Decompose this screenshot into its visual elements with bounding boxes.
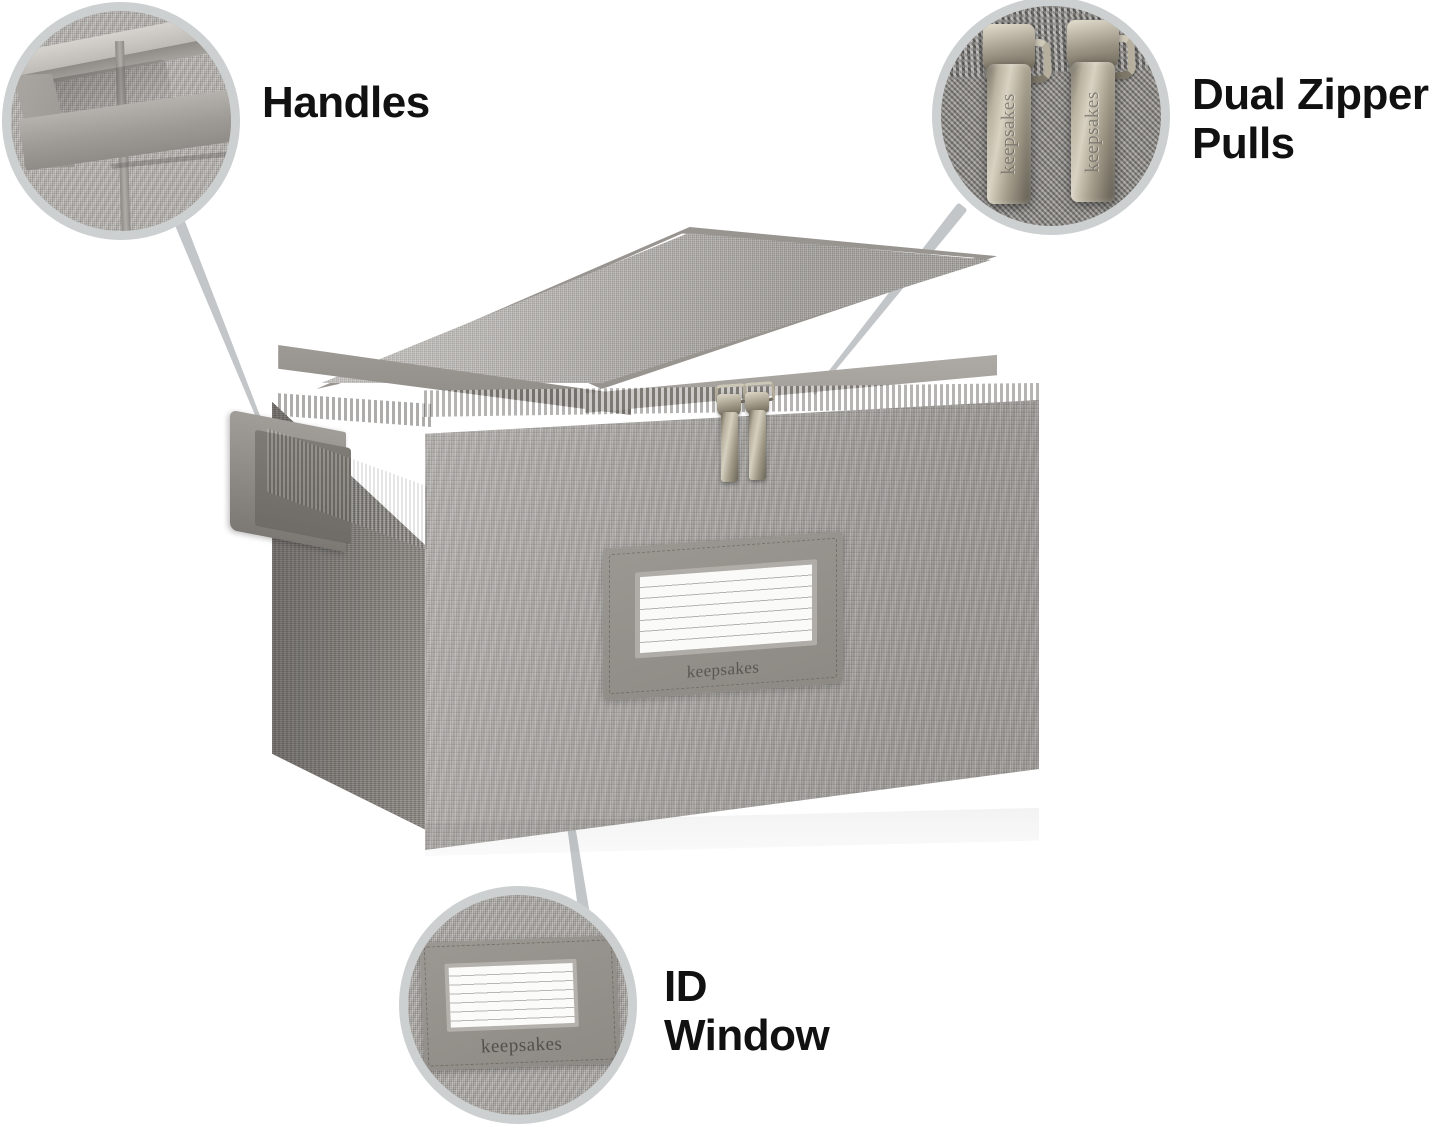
zipper-slider-right-small [745, 392, 769, 414]
callout-circle-id-window: keepsakes [399, 886, 637, 1124]
zipper-pull-left-small [721, 412, 738, 482]
product-storage-box: keepsakes [225, 225, 1045, 860]
id-window-ruled-lines [640, 564, 812, 654]
zipper-pull-left-large: keepsakes [987, 64, 1031, 204]
callout-label-handles: Handles [262, 78, 430, 127]
zipper-track-left-face [275, 393, 431, 427]
zipper-slider-left-small [717, 394, 741, 416]
callout-zipper-photo: keepsakes keepsakes [941, 6, 1161, 226]
id-window-patch: keepsakes [603, 531, 843, 701]
zipper-slider-right-large [1067, 20, 1119, 70]
callout-circle-handles [2, 2, 240, 240]
zipper-pull-engraving-right: keepsakes [1082, 91, 1103, 173]
box-zipper-pull-group [697, 380, 787, 490]
idwindow-ruled-lines [448, 962, 575, 1028]
callout-circle-dual-zipper-pulls: keepsakes keepsakes [932, 0, 1170, 235]
callout-idwindow-photo: keepsakes [408, 895, 628, 1115]
box-front-panel [425, 400, 1039, 850]
callout-label-id-window: ID Window [664, 962, 830, 1061]
zipper-mesh-background [941, 6, 1161, 226]
idwindow-brand-text: keepsakes [480, 1033, 563, 1058]
idwindow-card-frame [444, 958, 579, 1032]
id-window-brand-text: keepsakes [686, 657, 760, 682]
zipper-pull-right-small [749, 410, 766, 480]
id-window-card-frame [635, 559, 817, 659]
callout-handles-photo [11, 11, 231, 231]
zipper-pull-right-large: keepsakes [1071, 62, 1115, 202]
callout-label-dual-zipper-pulls: Dual Zipper Pulls [1192, 70, 1429, 169]
zipper-pull-engraving-left: keepsakes [998, 93, 1019, 175]
idwindow-label-patch: keepsakes [419, 935, 621, 1071]
